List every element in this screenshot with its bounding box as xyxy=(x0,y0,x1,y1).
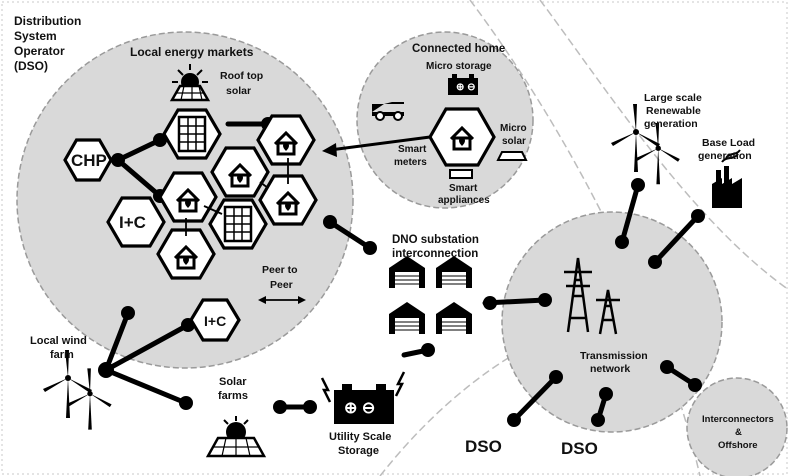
connection-lines xyxy=(103,121,701,423)
connection-nodes xyxy=(98,117,705,427)
smart-meters-label: Smart meters xyxy=(394,144,429,168)
smart-appliances-label: Smart appliances xyxy=(438,183,490,206)
utility-storage-label: Utility Scale Storage xyxy=(329,431,394,457)
solar-farm-icon xyxy=(205,416,267,458)
large-scale-renewable-label: Large scale Renewable generation xyxy=(644,92,705,130)
arrow-head xyxy=(322,143,337,157)
solar-farms-label: Solar farms xyxy=(218,376,250,402)
solar-panel-icon xyxy=(223,205,253,243)
utility-storage-battery-icon: ⊕ ⊖ xyxy=(320,371,406,424)
micro-storage-icon: ⊕ ⊖ xyxy=(448,74,478,95)
ic-label: I+C xyxy=(119,213,146,232)
connected-home-label: Connected home xyxy=(412,43,505,55)
smart-appliance-icon xyxy=(449,169,473,179)
substation-icon xyxy=(435,301,473,335)
svg-text:⊕ ⊖: ⊕ ⊖ xyxy=(456,82,476,93)
home-hexagon xyxy=(210,146,270,198)
interconnectors-region xyxy=(686,377,788,476)
roof-top-solar-label: Roof top solar xyxy=(220,70,266,97)
dso-label: DSO xyxy=(561,439,598,458)
rooftop-solar-icon xyxy=(169,64,211,102)
substation-icon xyxy=(388,301,426,335)
local-wind-farm-label: Local wind farm xyxy=(30,335,90,361)
home-hexagon xyxy=(156,228,216,280)
peer-arrows xyxy=(185,158,306,304)
home-hexagon xyxy=(256,114,316,166)
svg-text:⊕ ⊖: ⊕ ⊖ xyxy=(344,400,375,417)
boundary-line xyxy=(539,0,789,291)
ic-small-label: I+C xyxy=(204,313,226,329)
wind-turbine-icon xyxy=(635,123,680,185)
connected-home-arrow xyxy=(329,135,431,152)
dso-label: DSO xyxy=(465,437,502,456)
chp-label: CHP xyxy=(71,151,107,170)
micro-solar-label: Micro solar xyxy=(500,123,529,147)
local-energy-markets-label: Local energy markets xyxy=(130,45,254,59)
factory-icon xyxy=(712,149,742,208)
dso-title: Distribution System Operator (DSO) xyxy=(14,14,85,73)
substation-icon xyxy=(388,255,426,289)
micro-solar-icon xyxy=(496,151,528,161)
micro-storage-label: Micro storage xyxy=(426,61,492,72)
van-icon xyxy=(372,102,404,121)
transmission-network-label: Transmission network xyxy=(580,350,651,375)
ic-small-hexagon xyxy=(189,298,241,342)
pylon-icon xyxy=(564,257,620,335)
ic-hexagon xyxy=(106,196,166,248)
home-hexagon xyxy=(258,174,318,226)
dno-label: DNO substation interconnection xyxy=(392,234,482,260)
solar-panel-icon xyxy=(177,115,207,153)
interconnectors-label: Interconnectors & Offshore xyxy=(702,414,776,451)
home-hexagon xyxy=(158,171,218,223)
base-load-label: Base Load generation xyxy=(698,137,758,162)
chp-hexagon xyxy=(63,138,113,182)
substation-icon xyxy=(435,255,473,289)
peer-to-peer-label: Peer to Peer xyxy=(262,264,301,291)
